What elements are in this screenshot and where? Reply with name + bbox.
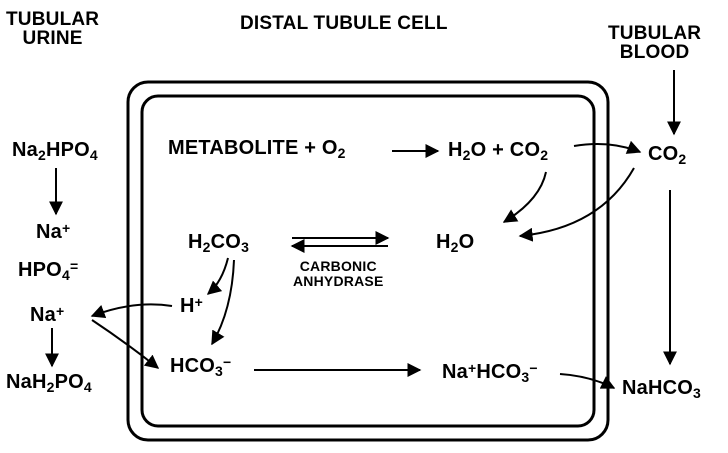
label-h2o-co2: H2O + CO2 bbox=[448, 139, 549, 163]
label-hpo4: HPO4= bbox=[18, 258, 79, 283]
arrow-h-plus-to-na bbox=[90, 303, 173, 319]
arrow-co2-to-h2o bbox=[502, 171, 547, 223]
arrow-na-to-hco3 bbox=[91, 319, 160, 369]
label-na-plus-top: Na+ bbox=[36, 220, 71, 243]
arrow-h2co3-to-hco3 bbox=[211, 259, 235, 346]
arrow-blood-co2-to-h2o bbox=[518, 167, 635, 242]
label-metabolite-o2: METABOLITE + O2 bbox=[168, 137, 346, 161]
cell-boundary-inner bbox=[140, 94, 596, 428]
arrow-co2-to-blood bbox=[573, 140, 642, 154]
cell-boundary-outer bbox=[126, 80, 610, 442]
arrow-h2co3-to-h-plus bbox=[206, 257, 229, 295]
label-na-hco3: Na+HCO3− bbox=[442, 360, 538, 385]
label-nahco3-blood: NaHCO3 bbox=[622, 377, 702, 401]
label-nah2po4: NaH2PO4 bbox=[6, 371, 92, 395]
label-h-plus: H+ bbox=[180, 294, 204, 317]
label-h2o: H2O bbox=[436, 231, 475, 255]
label-na-plus-mid: Na+ bbox=[30, 303, 65, 326]
label-h2co3: H2CO3 bbox=[188, 231, 250, 255]
label-co2-blood: CO2 bbox=[648, 143, 687, 167]
header-tubular-blood: TUBULAR BLOOD bbox=[608, 23, 702, 63]
header-distal-tubule-cell: DISTAL TUBULE CELL bbox=[240, 13, 448, 34]
label-hco3: HCO3− bbox=[170, 354, 232, 379]
arrow-nahco3-to-blood bbox=[559, 373, 616, 389]
label-carbonic-anhydrase: CARBONIC ANHYDRASE bbox=[293, 258, 384, 289]
label-na2hpo4: Na2HPO4 bbox=[12, 139, 98, 163]
header-tubular-urine: TUBULAR URINE bbox=[6, 9, 100, 49]
